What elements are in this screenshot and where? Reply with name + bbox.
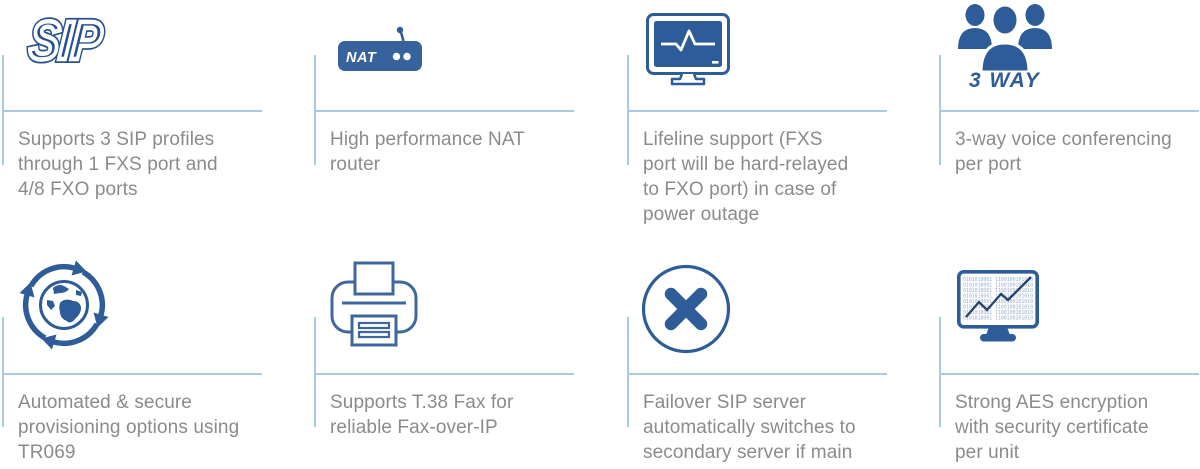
feature-sip-profiles: SIP SIP Supports 3 SIP profiles through … — [2, 0, 314, 240]
three-way-label: 3 WAY — [969, 69, 1041, 92]
vertical-rule — [939, 317, 941, 427]
feature-description: Failover SIP server automatically switch… — [643, 392, 856, 469]
horizontal-rule — [939, 373, 1199, 375]
binary-row: 0101010001 1100100101010 — [963, 310, 1033, 316]
binary-row: 0101010001 1100100101010 — [963, 305, 1033, 311]
horizontal-rule — [2, 110, 262, 112]
feature-description: Lifeline support (FXS port will be hard-… — [643, 129, 849, 225]
horizontal-rule — [939, 110, 1199, 112]
vertical-rule — [314, 317, 316, 427]
x-circle-icon — [641, 264, 731, 354]
feature-three-way-conferencing: 3 WAY 3-way voice conferencing per port — [939, 0, 1200, 240]
feature-nat-router: NAT High performance NAT router — [314, 0, 626, 240]
nat-router-icon: NAT — [337, 26, 423, 72]
vertical-rule — [627, 317, 629, 427]
binary-row: 0101010001 1100100101010 — [963, 283, 1033, 289]
globe-sync-icon — [18, 259, 110, 351]
monitor-heartbeat-icon — [646, 13, 732, 89]
feature-description: Strong AES encryption with security cert… — [955, 392, 1149, 463]
nat-label: NAT — [346, 50, 377, 66]
binary-row: 0101010001 1100100101010 — [963, 316, 1033, 322]
horizontal-rule — [314, 110, 574, 112]
feature-lifeline-support: Lifeline support (FXS port will be hard-… — [627, 0, 939, 240]
horizontal-rule — [314, 373, 574, 375]
sip-logo-text: SIP — [25, 9, 106, 73]
horizontal-rule — [627, 373, 887, 375]
people-group-icon — [956, 2, 1054, 74]
feature-description: Supports T.38 Fax for reliable Fax-over-… — [330, 392, 514, 438]
sip-logo-icon: SIP SIP — [24, 7, 147, 74]
monitor-binary-icon: 0101010001 1100100101010 0101010001 1100… — [956, 269, 1040, 346]
binary-row: 0101010001 1100100101010 — [963, 277, 1033, 283]
feature-description: 3-way voice conferencing per port — [955, 129, 1172, 175]
feature-aes-encryption: 0101010001 1100100101010 0101010001 1100… — [939, 240, 1200, 469]
horizontal-rule — [627, 110, 887, 112]
binary-row: 0101010001 1100100101010 — [963, 299, 1033, 305]
feature-description: Supports 3 SIP profiles through 1 FXS po… — [18, 129, 218, 200]
vertical-rule — [2, 317, 4, 427]
binary-row: 0101010001 1100100101010 — [963, 288, 1033, 294]
feature-failover-sip-server: Failover SIP server automatically switch… — [627, 240, 939, 469]
feature-auto-provisioning: Automated & secure provisioning options … — [2, 240, 314, 469]
fax-printer-icon — [330, 261, 418, 347]
feature-description: High performance NAT router — [330, 129, 525, 175]
horizontal-rule — [2, 373, 262, 375]
feature-description: Automated & secure provisioning options … — [18, 392, 240, 463]
feature-t38-fax: Supports T.38 Fax for reliable Fax-over-… — [314, 240, 626, 469]
